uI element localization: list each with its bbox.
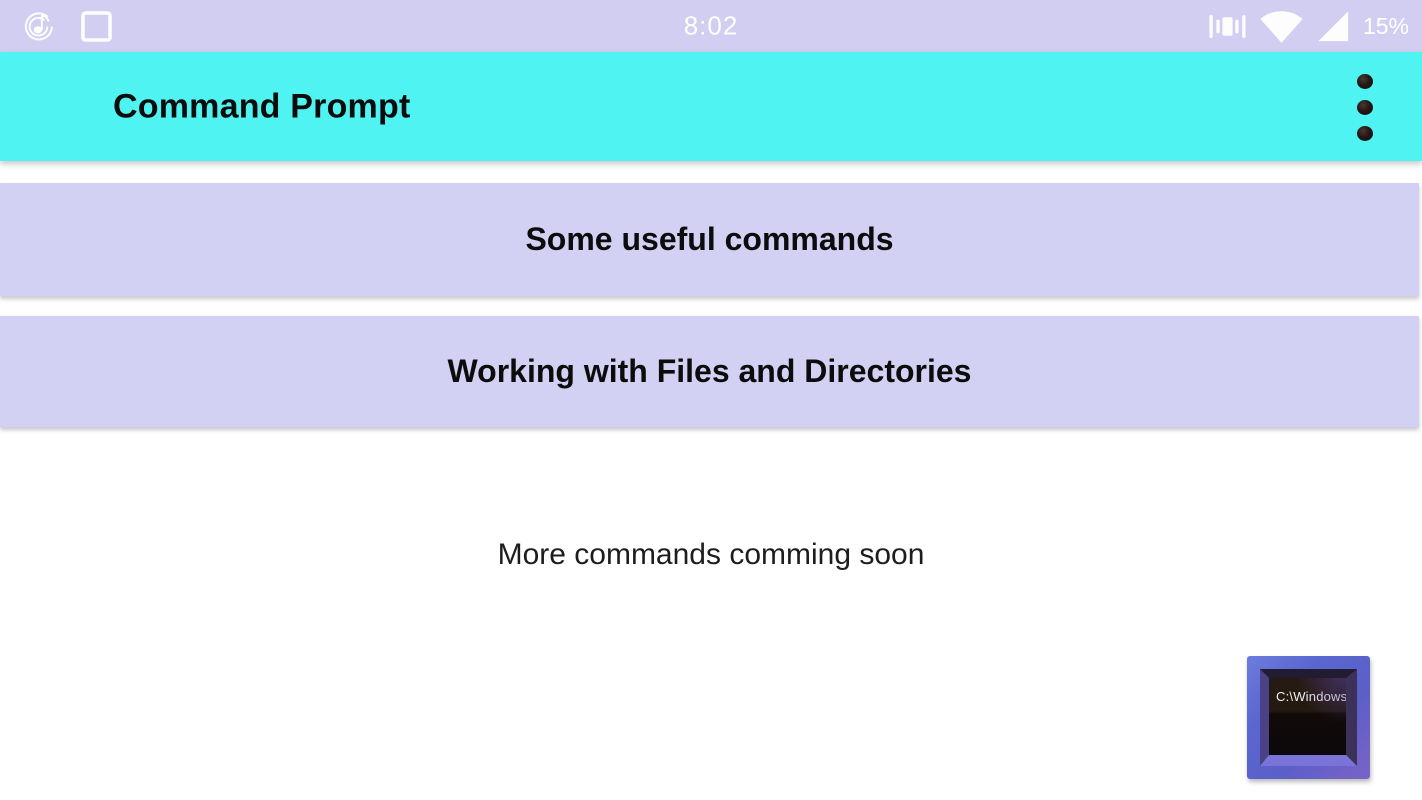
cell-signal-icon — [1317, 10, 1350, 43]
status-clock: 8:02 — [683, 10, 739, 41]
music-note-notification-icon — [22, 8, 59, 45]
status-system-icons: 15% — [1209, 8, 1422, 44]
app-bar: Command Prompt — [0, 52, 1422, 161]
status-notification-icons — [0, 8, 112, 45]
useful-commands-button[interactable]: Some useful commands — [0, 183, 1419, 296]
overflow-menu-button[interactable] — [1344, 64, 1386, 150]
coming-soon-text: More commands comming soon — [497, 538, 925, 571]
command-prompt-graphic: C:\Windows\ — [1247, 656, 1370, 779]
battery-percentage: 15% — [1362, 12, 1409, 39]
command-prompt-path-text: C:\Windows\ — [1276, 689, 1346, 704]
files-directories-button[interactable]: Working with Files and Directories — [0, 316, 1419, 427]
wifi-icon — [1259, 8, 1304, 44]
command-prompt-graphic-screen: C:\Windows\ — [1269, 678, 1346, 755]
status-bar: 8:02 15% — [0, 0, 1422, 52]
square-outline-notification-icon — [81, 10, 112, 42]
page-title: Command Prompt — [113, 87, 411, 125]
vertical-ellipsis-icon — [1357, 73, 1373, 89]
command-prompt-graphic-bevel: C:\Windows\ — [1260, 669, 1357, 766]
vibrate-icon — [1209, 11, 1246, 42]
